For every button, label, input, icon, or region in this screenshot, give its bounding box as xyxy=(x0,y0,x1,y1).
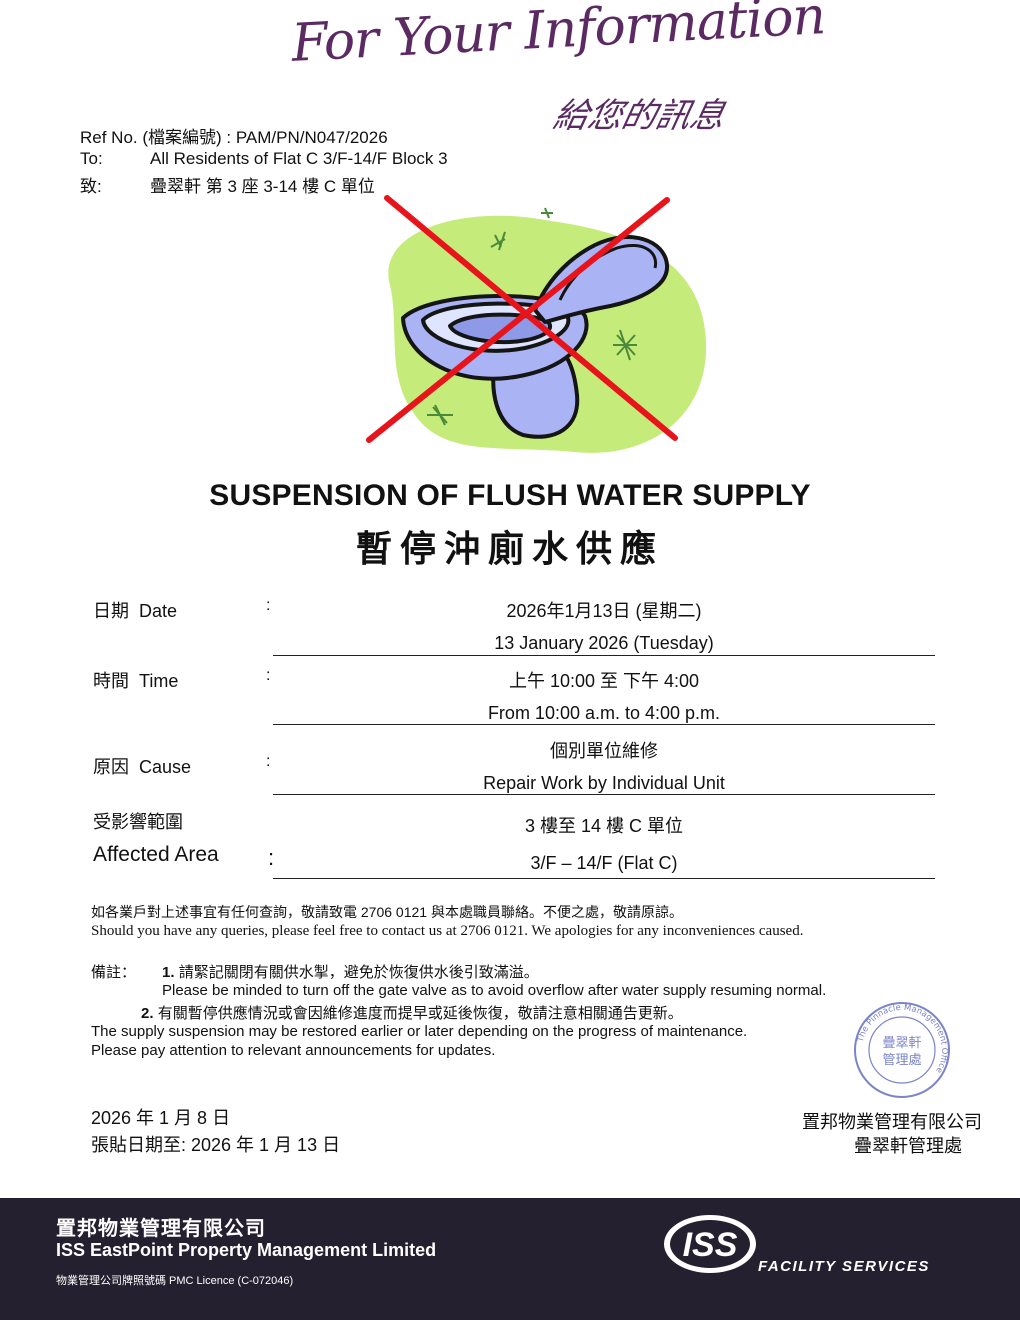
date-label-zh: 日期 xyxy=(93,601,129,621)
time-value-en: From 10:00 a.m. to 4:00 p.m. xyxy=(487,703,721,723)
to-value-zh: 疊翠軒 第 3 座 3-14 樓 C 單位 xyxy=(150,177,375,196)
for-your-information-logo-zh: 給您的訊息 xyxy=(550,96,729,136)
remark-2-zh: 2. 有關暫停供應情況或會因維修進度而提早或延後恢復，敬請注意相關通告更新。 xyxy=(141,1002,683,1023)
area-value-en: 3/F – 14/F (Flat C) xyxy=(530,853,678,873)
iss-logo-text: ISS xyxy=(683,1226,738,1264)
time-label-en: Time xyxy=(139,671,179,691)
remarks-label: 備註： xyxy=(91,964,137,981)
notice-title-zh: 暫停沖廁水供應 xyxy=(355,528,664,569)
footer-company-en: ISS EastPoint Property Management Limite… xyxy=(56,1240,437,1260)
footer-licence: 物業管理公司牌照號碼 PMC Licence (C-072046) xyxy=(56,1275,294,1287)
sparkle-decorations xyxy=(427,207,637,426)
cause-label: 原因 Cause xyxy=(93,753,191,779)
notice-title-en: SUSPENSION OF FLUSH WATER SUPPLY xyxy=(209,479,811,512)
remark-1-zh: 1. 請緊記關閉有關供水掣，避免於恢復供水後引致滿溢。 xyxy=(162,961,539,982)
footer-company-zh: 置邦物業管理有限公司 xyxy=(56,1218,266,1240)
to-label-zh: 致: xyxy=(80,177,102,196)
management-office-stamp: The Pinnacle Management Office 疊翠軒 管理處 xyxy=(854,1002,950,1098)
remark-2-en-line2: Please pay attention to relevant announc… xyxy=(91,1042,496,1059)
cause-label-en: Cause xyxy=(139,757,192,777)
date-value-zh: 2026年1月13日 (星期二) xyxy=(506,601,702,621)
for-your-information-logo: For Your Information xyxy=(290,0,827,74)
remark-1-number: 1. xyxy=(162,964,175,981)
crossed-out-toilet-icon xyxy=(366,195,707,453)
enquiry-en: Should you have any queries, please feel… xyxy=(91,923,804,939)
stamp-center-text-2: 管理處 xyxy=(882,1053,921,1068)
remark-2-text-zh: 有關暫停供應情況或會因維修進度而提早或延後恢復，敬請注意相關通告更新。 xyxy=(157,1005,683,1022)
date-colon: : xyxy=(266,597,271,614)
red-cross xyxy=(366,195,678,443)
enquiry-zh: 如各業戶對上述事宜有任何查詢，敬請致電 2706 0121 與本處職員聯絡。不便… xyxy=(91,904,683,920)
iss-logo-icon: ISS xyxy=(664,1215,756,1273)
area-label-zh: 受影響範圍 xyxy=(93,812,183,832)
to-label: To: xyxy=(80,149,103,168)
signoff-office: 疊翠軒管理處 xyxy=(854,1136,962,1156)
to-line: To: All Residents of Flat C 3/F-14/F Bloc… xyxy=(80,149,448,169)
remark-2-en-line1: The supply suspension may be restored ea… xyxy=(91,1023,748,1040)
footer-facility-services: FACILITY SERVICES xyxy=(758,1258,930,1275)
remark-1-text-zh: 請緊記關閉有關供水掣，避免於恢復供水後引致滿溢。 xyxy=(178,964,539,981)
to-line-zh: 致: 疊翠軒 第 3 座 3-14 樓 C 單位 xyxy=(80,172,375,197)
remark-1-en: Please be minded to turn off the gate va… xyxy=(162,982,827,999)
footer-bar: 置邦物業管理有限公司 ISS EastPoint Property Manage… xyxy=(0,1198,1020,1320)
time-colon: : xyxy=(266,667,271,684)
time-rule xyxy=(273,724,935,725)
date-label: 日期 Date xyxy=(93,597,177,623)
date-rule xyxy=(273,655,935,656)
cause-value-en: Repair Work by Individual Unit xyxy=(483,773,725,793)
stamp-center-text-1: 疊翠軒 xyxy=(882,1036,921,1051)
issue-date: 2026 年 1 月 8 日 xyxy=(91,1108,231,1128)
signoff-company: 置邦物業管理有限公司 xyxy=(802,1112,982,1132)
cause-rule xyxy=(273,794,935,795)
area-colon: : xyxy=(268,845,275,870)
cause-colon: : xyxy=(266,753,271,770)
time-label: 時間 Time xyxy=(93,667,178,693)
remark-2-number: 2. xyxy=(141,1005,154,1022)
date-label-en: Date xyxy=(139,601,178,621)
cause-value-zh: 個別單位維修 xyxy=(550,741,658,761)
time-value-zh: 上午 10:00 至 下午 4:00 xyxy=(508,671,700,691)
date-value-en: 13 January 2026 (Tuesday) xyxy=(494,633,714,653)
to-value: All Residents of Flat C 3/F-14/F Block 3 xyxy=(150,149,448,168)
posting-until-date: 張貼日期至: 2026 年 1 月 13 日 xyxy=(91,1135,341,1155)
area-value-zh: 3 樓至 14 樓 C 單位 xyxy=(524,816,684,836)
area-rule xyxy=(273,878,935,879)
area-label-en: Affected Area xyxy=(93,843,219,866)
time-label-zh: 時間 xyxy=(93,671,129,691)
cause-label-zh: 原因 xyxy=(93,757,129,777)
ref-number: Ref No. (檔案編號) : PAM/PN/N047/2026 xyxy=(80,128,388,147)
